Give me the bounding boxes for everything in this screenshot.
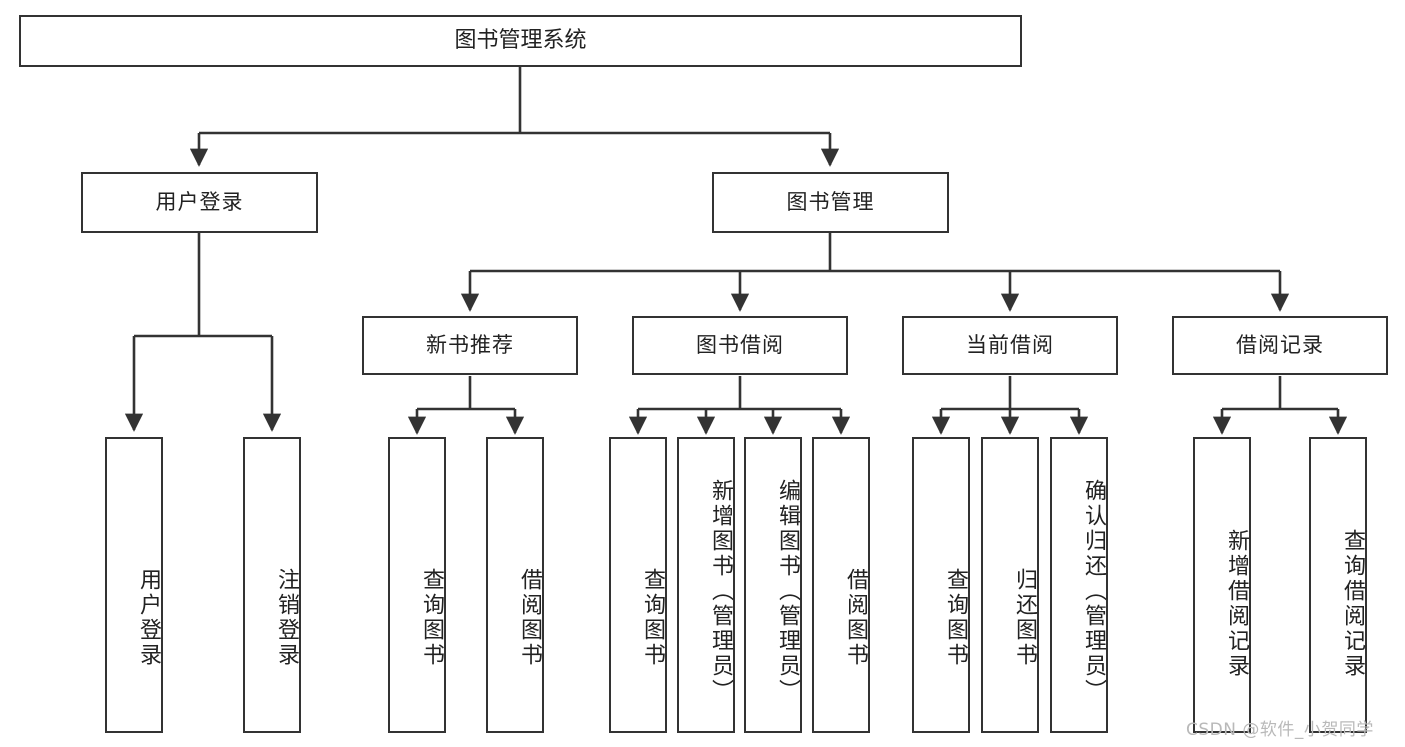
leaf-user-logout[interactable]: 注销登录 [243, 437, 301, 733]
node-new-book-recommend[interactable]: 新书推荐 [362, 316, 578, 375]
leaf-query-book-newbook[interactable]: 查询图书 [388, 437, 446, 733]
leaf-query-book-current[interactable]: 查询图书 [912, 437, 970, 733]
leaf-borrow-book[interactable]: 借阅图书 [812, 437, 870, 733]
node-new-book-recommend-label: 新书推荐 [426, 333, 514, 358]
leaf-return-book[interactable]: 归还图书 [981, 437, 1039, 733]
leaf-return-book-label: 归还图书 [1012, 567, 1037, 668]
node-book-management[interactable]: 图书管理 [712, 172, 949, 233]
leaf-query-borrow-record-label: 查询借阅记录 [1340, 529, 1365, 679]
node-borrow-records-label: 借阅记录 [1236, 333, 1324, 358]
leaf-edit-book-admin[interactable]: 编辑图书（管理员） [744, 437, 802, 733]
leaf-borrow-book-newbook[interactable]: 借阅图书 [486, 437, 544, 733]
node-book-management-label: 图书管理 [786, 190, 875, 215]
leaf-add-book-admin[interactable]: 新增图书（管理员） [677, 437, 735, 733]
node-current-borrow[interactable]: 当前借阅 [902, 316, 1118, 375]
node-user-login[interactable]: 用户登录 [81, 172, 318, 233]
leaf-user-login-label: 用户登录 [136, 567, 161, 668]
leaf-edit-book-admin-label: 编辑图书（管理员） [775, 478, 800, 704]
leaf-user-logout-label: 注销登录 [274, 567, 299, 668]
leaf-borrow-book-label: 借阅图书 [843, 567, 868, 668]
node-root-label: 图书管理系统 [454, 28, 587, 54]
node-root[interactable]: 图书管理系统 [19, 15, 1022, 67]
node-current-borrow-label: 当前借阅 [966, 333, 1054, 358]
leaf-add-borrow-record[interactable]: 新增借阅记录 [1193, 437, 1251, 733]
leaf-add-borrow-record-label: 新增借阅记录 [1224, 529, 1249, 679]
node-user-login-label: 用户登录 [155, 190, 244, 215]
leaf-confirm-return-admin-label: 确认归还（管理员） [1081, 478, 1106, 704]
leaf-borrow-book-newbook-label: 借阅图书 [517, 567, 542, 668]
leaf-query-book-borrow[interactable]: 查询图书 [609, 437, 667, 733]
node-book-borrow[interactable]: 图书借阅 [632, 316, 848, 375]
leaf-query-book-current-label: 查询图书 [943, 567, 968, 668]
leaf-query-book-newbook-label: 查询图书 [419, 567, 444, 668]
node-book-borrow-label: 图书借阅 [696, 333, 784, 358]
leaf-user-login[interactable]: 用户登录 [105, 437, 163, 733]
leaf-query-book-borrow-label: 查询图书 [640, 567, 665, 668]
watermark: CSDN @软件_小贺同学 [1186, 720, 1374, 740]
node-borrow-records[interactable]: 借阅记录 [1172, 316, 1388, 375]
leaf-query-borrow-record[interactable]: 查询借阅记录 [1309, 437, 1367, 733]
leaf-confirm-return-admin[interactable]: 确认归还（管理员） [1050, 437, 1108, 733]
leaf-add-book-admin-label: 新增图书（管理员） [708, 478, 733, 704]
